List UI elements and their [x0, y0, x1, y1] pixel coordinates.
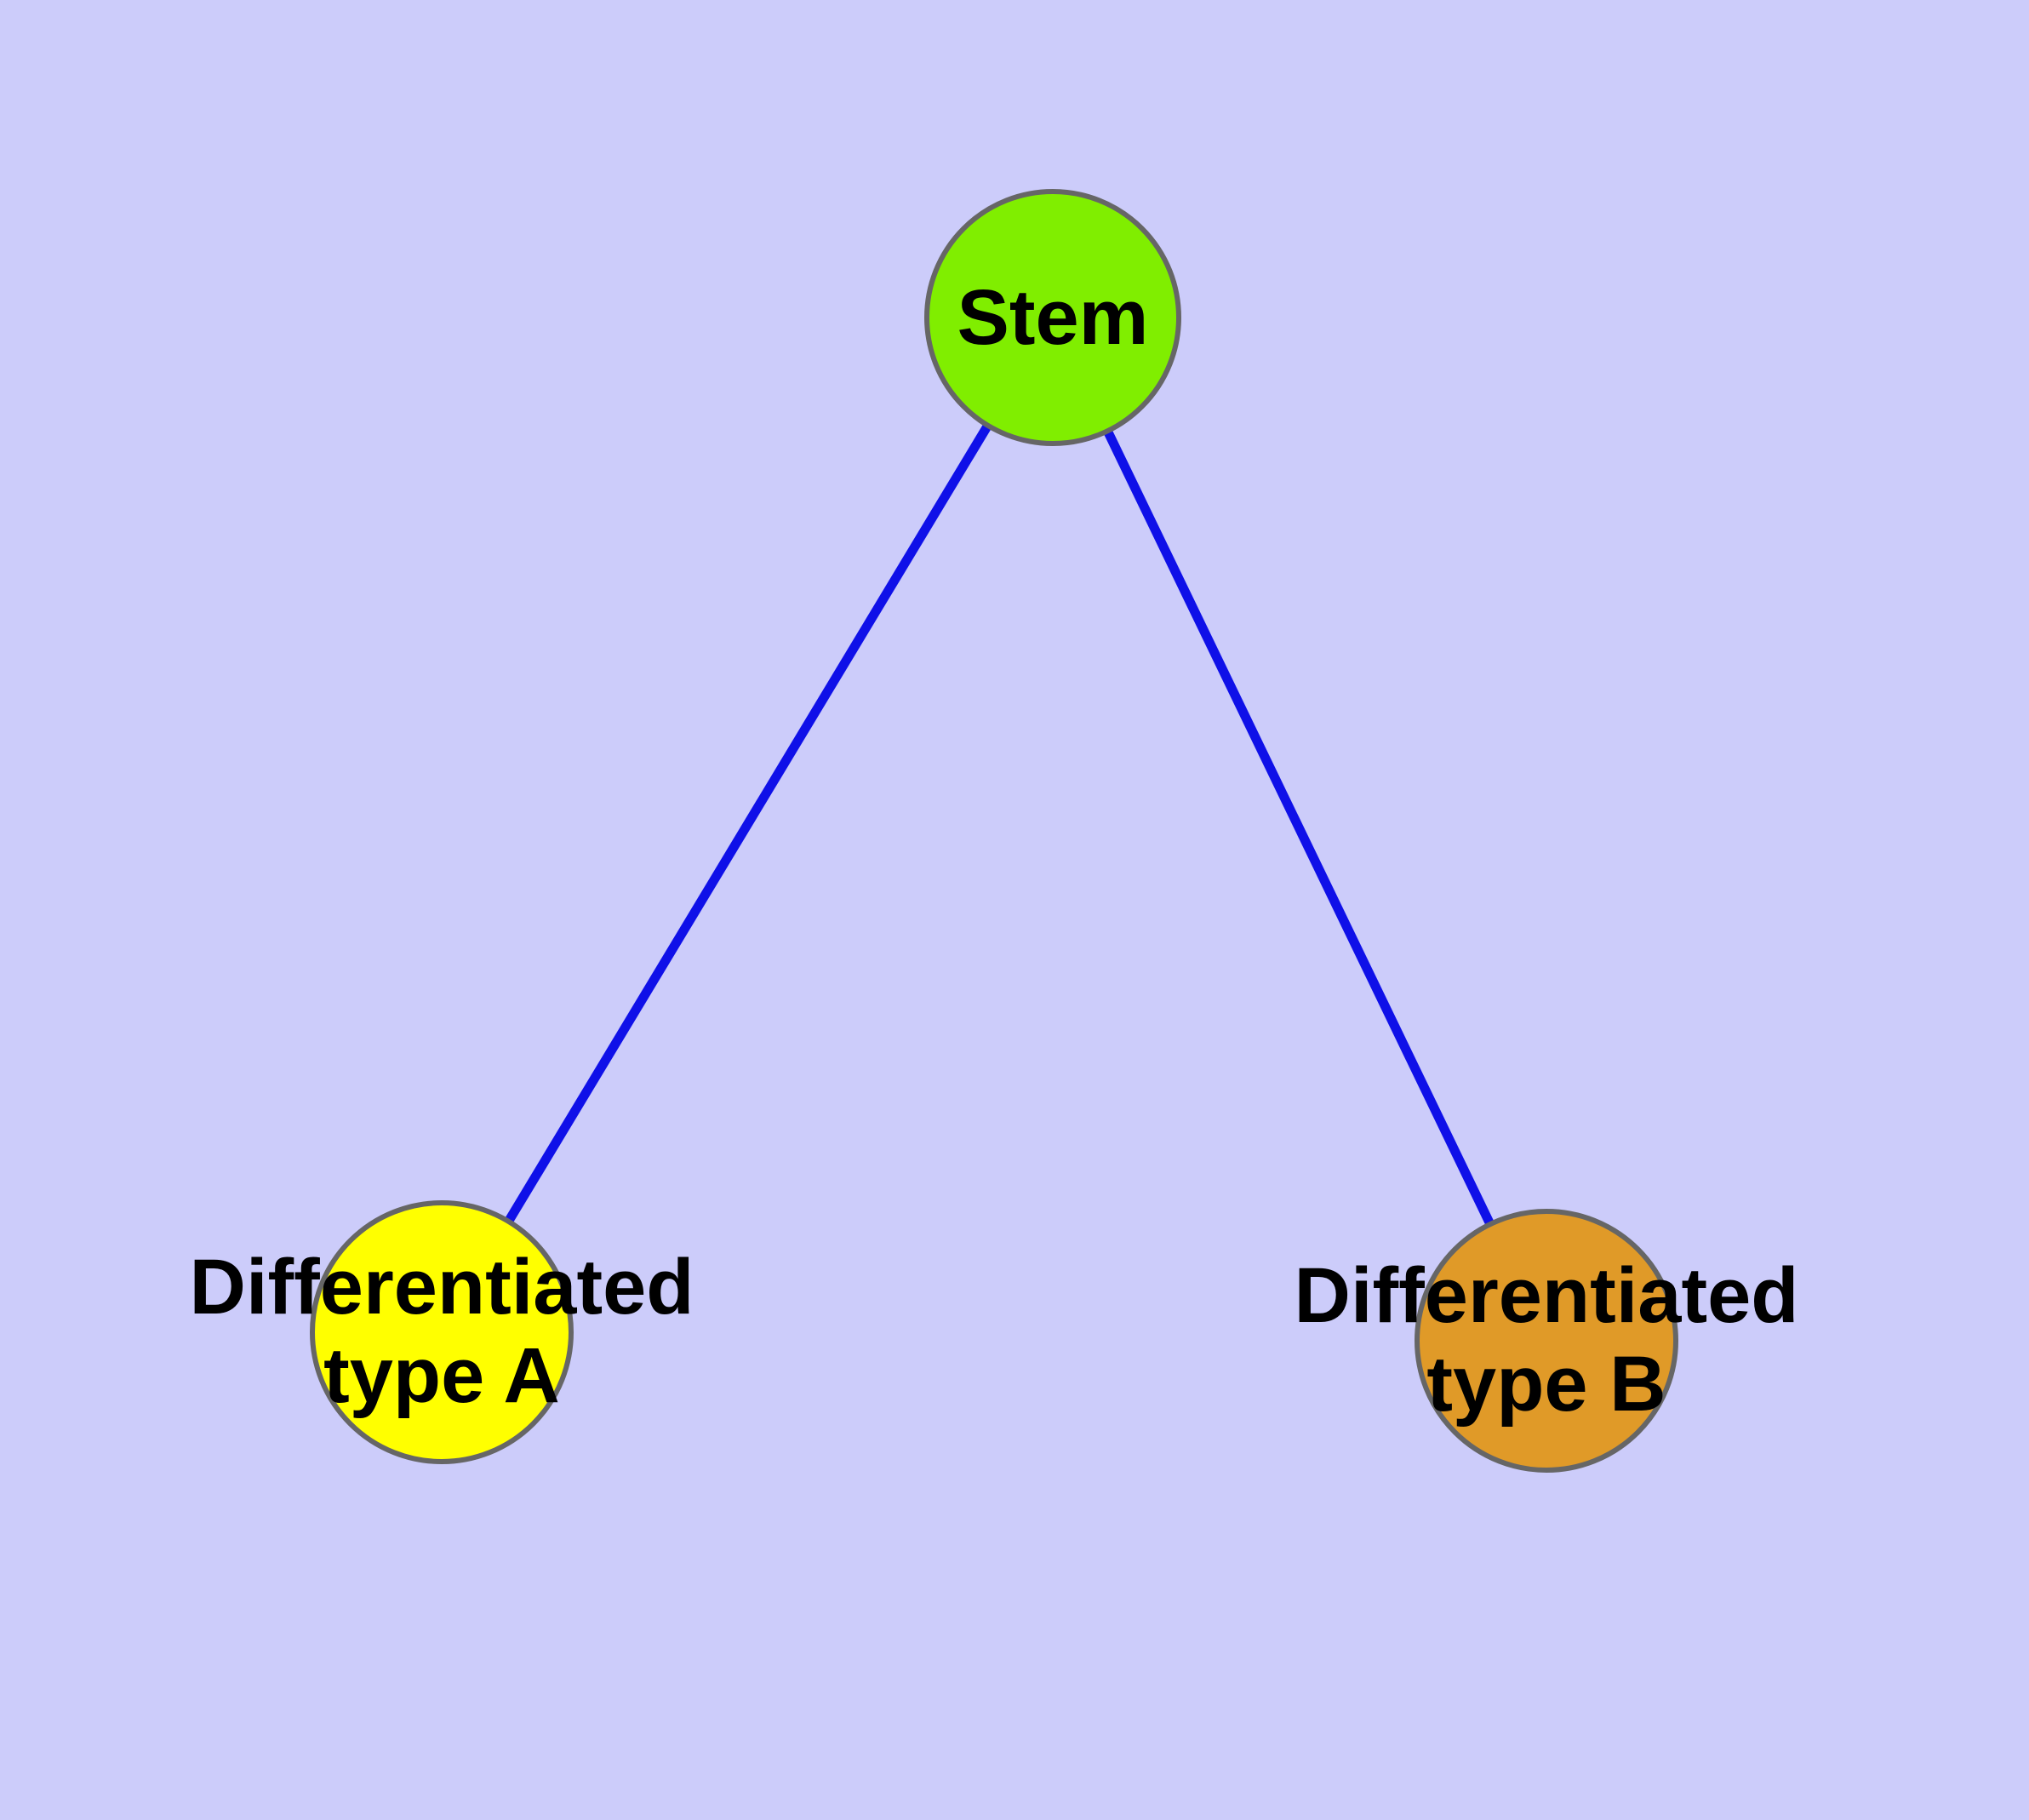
edge-layer — [437, 315, 1551, 1343]
graph-edge-stem-to-b — [1049, 315, 1551, 1343]
node-layer — [310, 189, 1678, 1473]
graph-node-diff_b[interactable] — [1415, 1209, 1678, 1473]
graph-node-diff_a[interactable] — [310, 1200, 574, 1464]
graph-edge-stem-to-a — [437, 315, 1057, 1335]
graph-node-stem[interactable] — [924, 189, 1181, 446]
